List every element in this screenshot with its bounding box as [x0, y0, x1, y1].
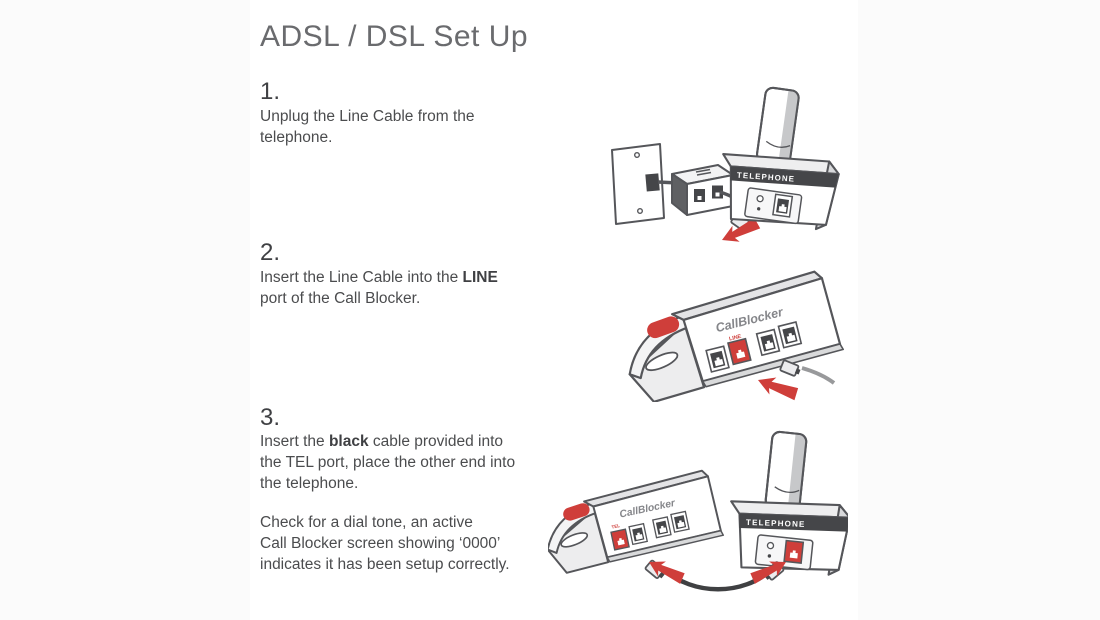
tel-port-label: TEL	[611, 523, 621, 530]
step3-line1-post: cable provided into	[368, 433, 503, 450]
step3-number: 3.	[260, 404, 281, 431]
step2-number: 2.	[260, 239, 281, 266]
telephone-label: TELEPHONE	[737, 171, 796, 184]
step2-line1-bold: LINE	[462, 269, 498, 286]
step3-illustration: CallBlocker TEL TELEPHONE	[548, 430, 848, 592]
port-3	[652, 516, 672, 539]
step3-text: Insert the black cable provided into the …	[260, 431, 515, 494]
line-cable-plug	[778, 359, 803, 379]
telephone-band	[730, 166, 839, 188]
step3-line1-bold: black	[328, 433, 369, 450]
step2-illustration: CallBlocker LINE	[628, 270, 844, 402]
line-port-label: LINE	[728, 334, 742, 343]
step3-line1: Insert the	[260, 433, 329, 450]
telephone-illustration: TELEPHONE	[730, 430, 848, 576]
step3-line3: the telephone.	[260, 475, 359, 492]
telephone-port	[783, 539, 805, 564]
telephone-port	[772, 193, 794, 218]
note-line3: indicates it has been setup correctly.	[260, 556, 510, 573]
step3-line2: the TEL port, place the other end into	[260, 454, 516, 471]
call-blocker-button	[563, 503, 590, 521]
step1-line2: telephone.	[260, 129, 333, 146]
call-blocker-illustration: CallBlocker LINE	[628, 270, 844, 402]
note-line1: Check for a dial tone, an active	[260, 514, 473, 531]
port-4	[670, 510, 690, 533]
telephone-band	[739, 513, 848, 532]
step1-number: 1.	[260, 78, 281, 105]
step2-text: Insert the Line Cable into the LINE port …	[260, 267, 498, 309]
call-blocker-button	[647, 316, 680, 339]
telephone-label: TELEPHONE	[746, 518, 806, 529]
step1-illustration: TELEPHONE	[611, 86, 840, 247]
port-2	[628, 523, 648, 546]
step2-line2: port of the Call Blocker.	[260, 290, 421, 307]
wall-socket	[611, 143, 665, 225]
step1-line1: Unplug the Line Cable from the	[260, 108, 475, 125]
telephone-illustration: TELEPHONE	[722, 86, 840, 231]
dsl-filter	[671, 164, 734, 216]
step1-text: Unplug the Line Cable from the telephone.	[260, 106, 475, 148]
step2-line1: Insert the Line Cable into the	[260, 269, 463, 286]
note-line2: Call Blocker screen showing ‘0000’	[260, 535, 501, 552]
tel-port	[610, 528, 630, 551]
call-blocker-illustration: CallBlocker TEL	[548, 469, 725, 574]
line-cable	[801, 366, 836, 385]
page-title: ADSL / DSL Set Up	[260, 20, 529, 53]
